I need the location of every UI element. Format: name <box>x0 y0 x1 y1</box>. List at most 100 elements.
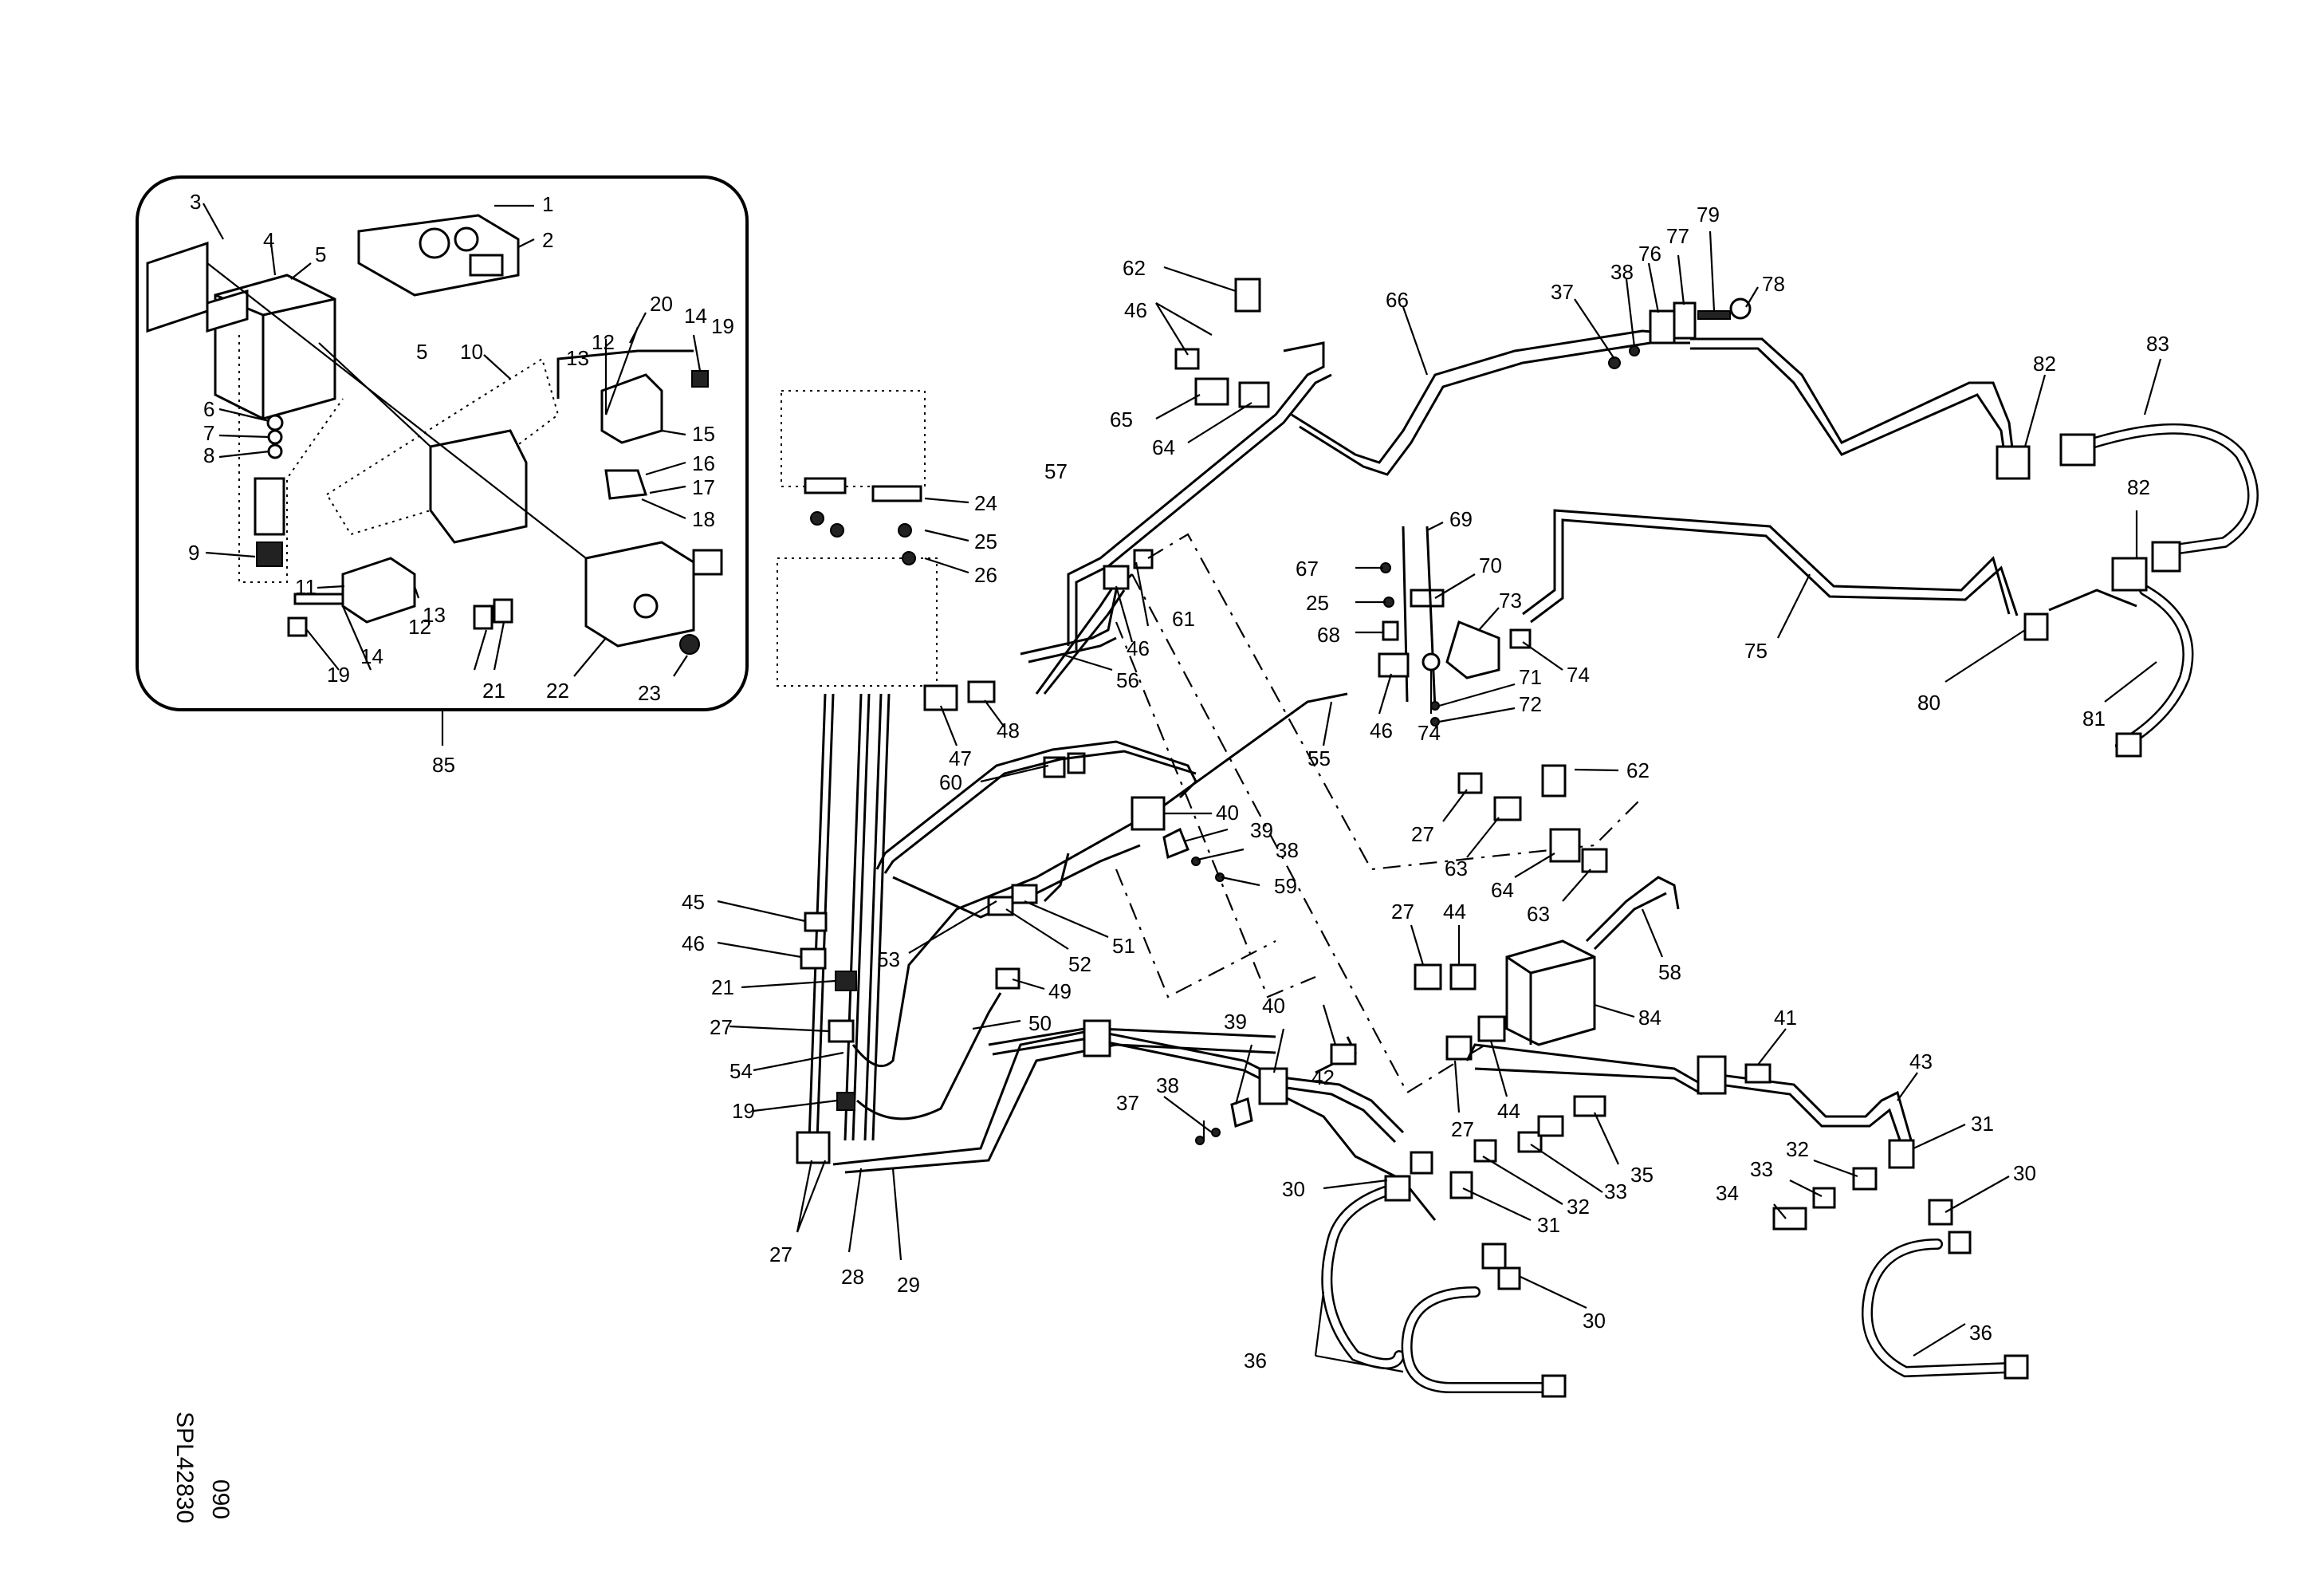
callout-64: 64 <box>1152 435 1175 459</box>
inset-label: 85 <box>432 753 455 777</box>
guide-line <box>1147 533 1643 871</box>
callout-2: 2 <box>542 228 553 252</box>
callout-5: 5 <box>315 242 326 266</box>
plate-slot <box>469 254 504 277</box>
bolt-79 <box>1697 310 1731 320</box>
valve-73 <box>1445 620 1500 679</box>
inset-valve-assembly: 85 <box>136 175 749 777</box>
callout-21b: 21 <box>711 975 734 999</box>
pipe-53 <box>875 740 1197 870</box>
clamp-39 <box>1230 1097 1253 1128</box>
callout-44b: 44 <box>1497 1099 1520 1123</box>
callout-47: 47 <box>949 746 972 770</box>
pipe-51 <box>892 844 1141 919</box>
pilot-valve <box>604 469 648 500</box>
hose-end <box>1541 1374 1567 1398</box>
callout-34: 34 <box>1716 1181 1739 1205</box>
callout-20: 20 <box>650 292 673 316</box>
callout-46b: 46 <box>1124 298 1147 322</box>
pipe-75 <box>1522 509 2011 616</box>
callout-80: 80 <box>1917 691 1941 715</box>
fitting-46 <box>800 947 827 970</box>
spacer-68 <box>1382 620 1399 641</box>
callout-60: 60 <box>939 770 962 794</box>
callout-64b: 64 <box>1491 878 1514 902</box>
callout-76: 76 <box>1638 242 1661 266</box>
pipe-56b <box>1028 636 1117 664</box>
cartridge-valve <box>254 477 285 536</box>
callout-32b: 32 <box>1786 1137 1809 1161</box>
callout-44: 44 <box>1443 900 1466 924</box>
pipe-to-31 <box>1275 1091 1437 1221</box>
washer-37 <box>1608 356 1621 369</box>
fitting-82b <box>2111 557 2148 592</box>
fitting-30b <box>1410 1151 1433 1175</box>
hose-36a <box>1321 1183 1405 1369</box>
callout-79: 79 <box>1697 203 1720 226</box>
valve-84 <box>1505 939 1596 1046</box>
washer-38 <box>1211 1128 1221 1137</box>
plate-hole <box>419 227 450 259</box>
clamp-40b <box>1258 1067 1288 1105</box>
callout-30b: 30 <box>1583 1309 1606 1333</box>
callout-53: 53 <box>877 947 900 971</box>
plate-hole <box>454 226 479 252</box>
callout-83: 83 <box>2146 332 2169 356</box>
o-ring <box>830 523 844 538</box>
plug-fitting <box>691 370 709 388</box>
tee-31b <box>1888 1139 1915 1169</box>
callout-39b: 39 <box>1224 1010 1247 1034</box>
callout-19c: 19 <box>732 1099 755 1123</box>
callout-38c: 38 <box>1156 1073 1179 1097</box>
pipe-54-55 <box>851 692 1348 1068</box>
fitting-82 <box>2059 433 2096 467</box>
callout-63: 63 <box>1445 857 1468 880</box>
pipe-66c <box>1690 337 2015 455</box>
hose-end <box>2004 1354 2029 1380</box>
fitting-19 <box>836 1092 855 1111</box>
pipe-57b <box>1075 373 1332 650</box>
elbow-65 <box>1194 377 1229 406</box>
callout-7: 7 <box>203 421 214 445</box>
callout-22: 22 <box>546 679 569 703</box>
bolt-42 <box>1330 1043 1357 1065</box>
hose-36b-inner <box>1403 1288 1551 1392</box>
callout-5b: 5 <box>416 340 427 364</box>
pipe-58 <box>1585 876 1680 943</box>
main-valve-stack: 24 25 26 <box>777 390 997 687</box>
drawing-code-number: SPL42830 <box>171 1412 198 1523</box>
fitting-30 <box>1384 1175 1411 1202</box>
callout-56: 56 <box>1116 668 1139 692</box>
callout-66: 66 <box>1386 288 1409 312</box>
callout-62: 62 <box>1123 256 1146 280</box>
callout-25b: 25 <box>1306 591 1329 615</box>
fitting-27 <box>828 1019 855 1043</box>
callout-84: 84 <box>1638 1006 1661 1030</box>
fitting-52 <box>987 896 1014 916</box>
washer-38 <box>1191 857 1201 866</box>
callout-4: 4 <box>263 228 274 252</box>
middle-valve-group: 69 67 70 25 73 68 74 71 72 46 74 55 <box>1296 507 1590 770</box>
pipe-58b <box>1593 892 1667 951</box>
adapter-62 <box>1541 764 1567 798</box>
pipe-to-40 <box>1465 1043 1703 1086</box>
elbow-82 <box>1996 445 2031 480</box>
pilot-line <box>556 349 694 399</box>
pipe-75b <box>1530 518 2019 624</box>
callout-40: 40 <box>1216 801 1239 825</box>
clamp-77 <box>1673 301 1697 340</box>
callout-15: 15 <box>692 422 715 446</box>
o-ring <box>266 414 284 431</box>
callout-74b: 74 <box>1418 721 1441 745</box>
bracket-70 <box>1410 589 1445 608</box>
callout-42: 42 <box>1311 1065 1335 1089</box>
callout-40b: 40 <box>1262 994 1285 1018</box>
callout-68: 68 <box>1317 623 1340 647</box>
callout-71: 71 <box>1519 665 1542 689</box>
solenoid-right <box>600 373 663 444</box>
callout-43: 43 <box>1909 1050 1933 1073</box>
clamp-39 <box>1162 827 1190 860</box>
callout-75: 75 <box>1744 639 1768 663</box>
o-ring <box>898 523 912 538</box>
o-ring <box>267 443 283 459</box>
